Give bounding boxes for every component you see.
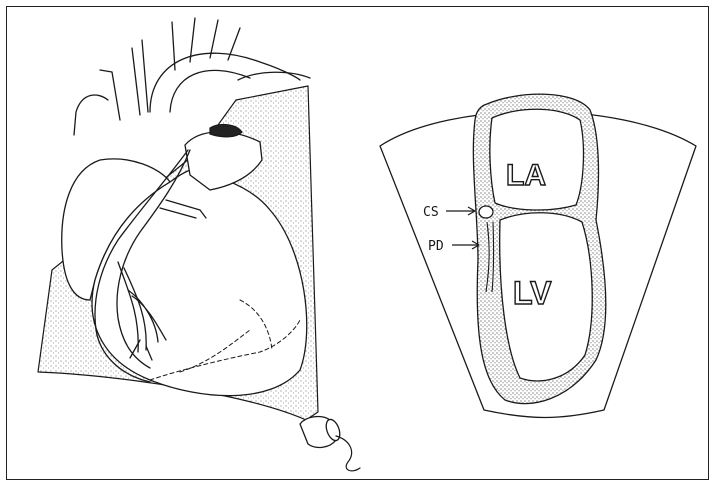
heart-illustration <box>38 18 360 471</box>
lv-label: LV <box>513 275 552 311</box>
pd-label: PD <box>428 239 444 254</box>
echo-view <box>380 94 696 417</box>
transducer <box>300 417 360 471</box>
cs-label: CS <box>423 205 439 220</box>
transducer-cable <box>336 436 360 471</box>
la-label: LA <box>506 159 546 192</box>
coronary-sinus <box>479 206 493 218</box>
